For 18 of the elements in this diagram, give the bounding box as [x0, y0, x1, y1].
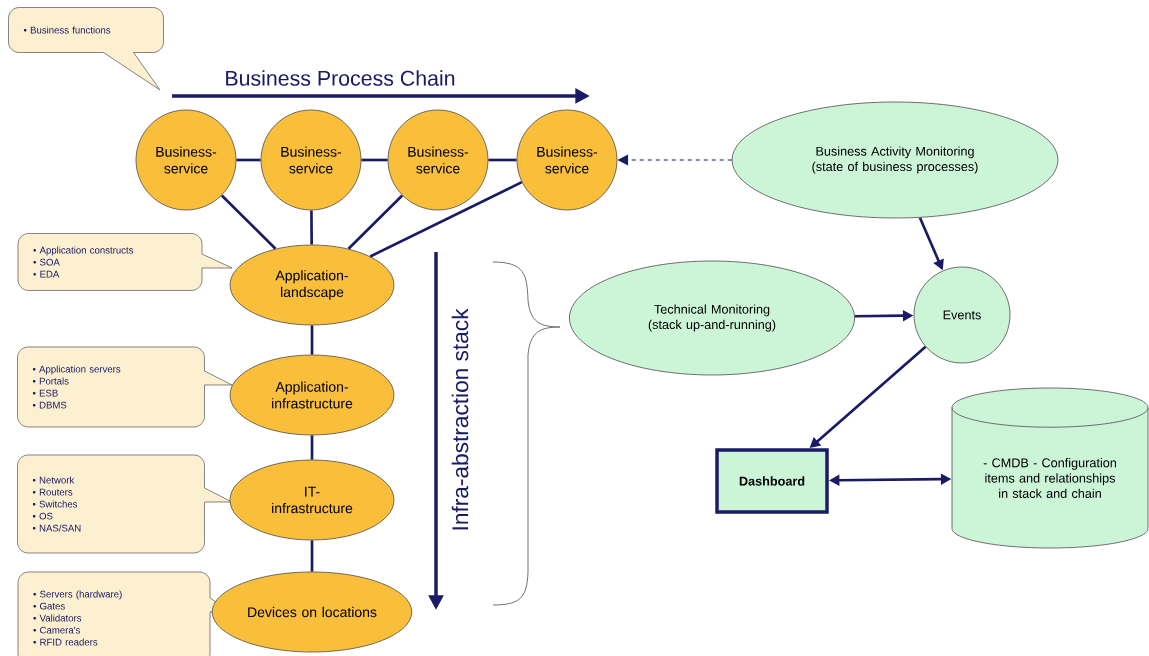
heading-text: Business Process Chain: [226, 70, 455, 86]
callout-bubble: • Application constructs • SOA • EDA: [17, 233, 233, 291]
connector-line: [220, 194, 277, 250]
stack-label: Infra-abstraction stack: [451, 308, 469, 530]
callout-bubble: • Application servers • Portals • ESB • DBMS: [17, 346, 233, 428]
callout-bubble: • Network • Routers • Switches • OS • NAS/SAN: [17, 454, 233, 554]
connector-line: [369, 181, 523, 258]
callout-bubble: • Business functions: [8, 7, 164, 91]
dashboard-box: Dashboard: [715, 448, 829, 514]
connector-line: [236, 158, 261, 162]
connector-line: [347, 194, 404, 250]
connector-line: [361, 158, 388, 162]
connector-line: [310, 325, 314, 355]
database-cylinder: - CMDB - Configuration items and relationships in stack and chain: [951, 387, 1149, 549]
connector-line: [310, 435, 314, 460]
connector-line: [488, 158, 517, 162]
connector-line: [310, 540, 314, 572]
connector-line: [310, 210, 314, 245]
